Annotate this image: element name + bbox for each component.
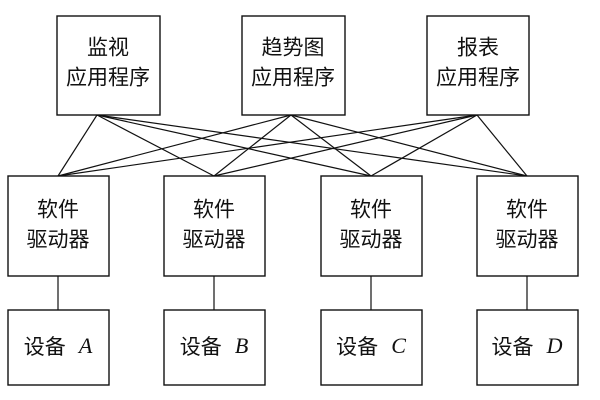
application-box-monitor: 监视 应用程序: [56, 15, 161, 116]
connector-app2-driver1: [57, 114, 292, 177]
device-id: C: [391, 333, 406, 358]
driver-label-line2: 驱动器: [27, 228, 90, 252]
app-driver-connectors: [57, 114, 528, 177]
device-box-c: 设备 C: [320, 309, 423, 386]
application-label-line2: 应用程序: [251, 66, 335, 90]
driver-label-line1: 软件: [350, 198, 392, 222]
application-label-line2: 应用程序: [436, 66, 520, 90]
device-name: 设备: [336, 335, 378, 359]
driver-device-connectors: [57, 276, 528, 310]
connector-app3-driver3: [370, 114, 478, 177]
application-box-trend: 趋势图 应用程序: [241, 15, 346, 116]
driver-box-1: 软件 驱动器: [7, 175, 110, 277]
connector-app1-driver2: [96, 114, 215, 177]
application-label-line1: 报表: [457, 36, 499, 60]
application-label-line1: 监视: [87, 36, 129, 60]
application-label-line1: 趋势图: [262, 36, 325, 60]
device-name: 设备: [492, 335, 534, 359]
driver-label-line2: 驱动器: [183, 228, 246, 252]
connector-app2-driver4: [290, 114, 528, 177]
connector-app3-driver4: [476, 114, 528, 177]
driver-label-line1: 软件: [506, 198, 548, 222]
connector-app2-driver3: [290, 114, 372, 177]
driver-label-line1: 软件: [37, 198, 79, 222]
device-box-b: 设备 B: [163, 309, 266, 386]
device-label: 设备 D: [492, 333, 563, 358]
connector-app1-driver3: [96, 114, 372, 177]
driver-box-2: 软件 驱动器: [163, 175, 266, 277]
device-label: 设备 C: [336, 333, 406, 358]
device-id: A: [77, 333, 93, 358]
device-name: 设备: [180, 335, 222, 359]
driver-label-line2: 驱动器: [496, 228, 559, 252]
driver-label-line2: 驱动器: [340, 228, 403, 252]
device-id: D: [546, 333, 563, 358]
application-label-line2: 应用程序: [66, 66, 150, 90]
device-name: 设备: [24, 335, 66, 359]
device-label: 设备 A: [24, 333, 93, 358]
device-box-a: 设备 A: [7, 309, 110, 386]
device-id: B: [235, 333, 248, 358]
connector-app2-driver2: [213, 114, 292, 177]
application-box-report: 报表 应用程序: [426, 15, 530, 116]
driver-label-line1: 软件: [193, 198, 235, 222]
device-box-d: 设备 D: [476, 309, 579, 386]
connector-app3-driver1: [57, 114, 478, 177]
connector-app1-driver1: [57, 114, 98, 177]
driver-box-4: 软件 驱动器: [476, 175, 579, 277]
connector-app3-driver2: [213, 114, 478, 177]
device-label: 设备 B: [180, 333, 249, 358]
driver-box-3: 软件 驱动器: [320, 175, 423, 277]
connector-app1-driver4: [96, 114, 528, 177]
